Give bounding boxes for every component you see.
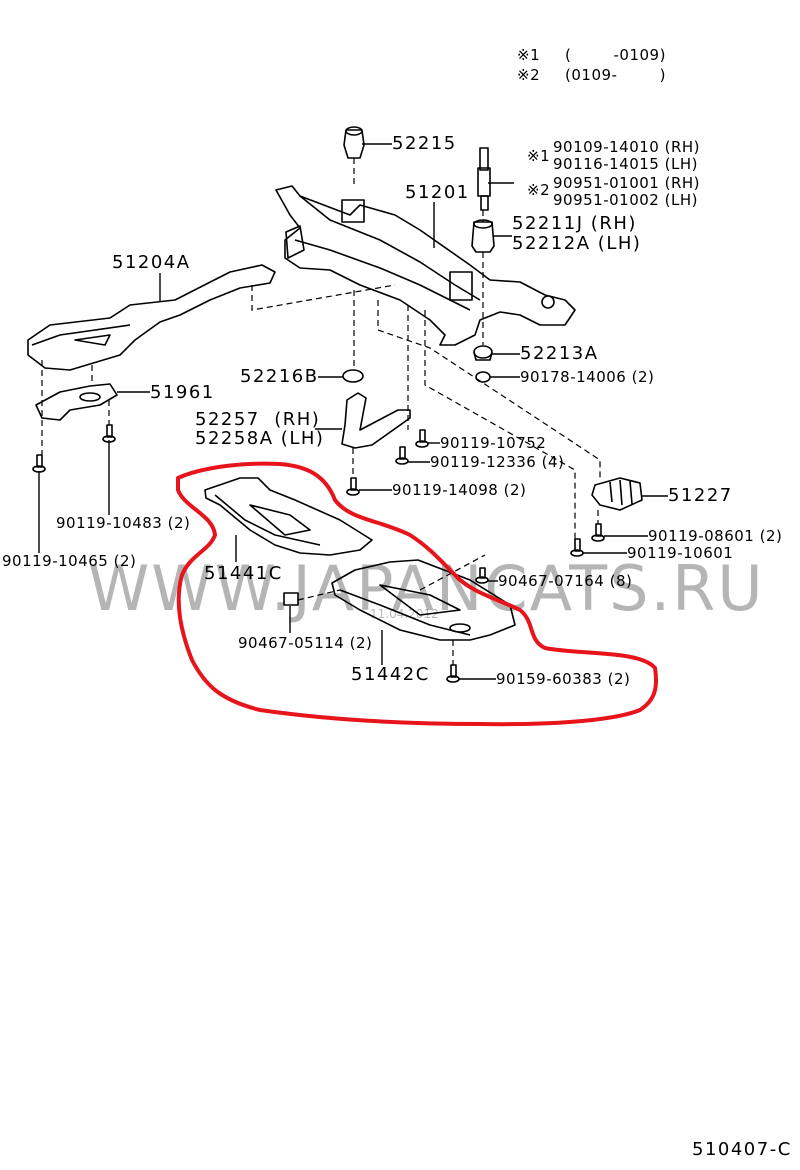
label-51227[interactable]: 51227 bbox=[668, 485, 733, 506]
bolt-90119-10483[interactable] bbox=[102, 424, 116, 443]
label-90178-14006[interactable]: 90178-14006 (2) bbox=[520, 368, 655, 386]
label-51204A[interactable]: 51204A bbox=[112, 252, 191, 273]
label-90119-10465[interactable]: 90119-10465 (2) bbox=[2, 552, 137, 570]
clip-90467-07164[interactable] bbox=[475, 567, 489, 584]
label-51441C[interactable]: 51441C bbox=[204, 563, 283, 584]
label-52216B[interactable]: 52216B bbox=[240, 366, 319, 387]
label-52215[interactable]: 52215 bbox=[392, 133, 457, 154]
label-52213A[interactable]: 52213A bbox=[520, 343, 599, 364]
label-90119-10601[interactable]: 90119-10601 bbox=[627, 544, 734, 562]
bracket-52257[interactable] bbox=[341, 392, 411, 449]
footnote-2-range: (0109- ) bbox=[565, 66, 666, 84]
assembly-lines bbox=[41, 158, 601, 665]
cushion-52216B[interactable] bbox=[342, 369, 364, 383]
cover-51442C[interactable] bbox=[331, 559, 516, 641]
label-90159-60383[interactable]: 90159-60383 (2) bbox=[496, 670, 631, 688]
label-51201[interactable]: 51201 bbox=[405, 182, 470, 203]
footnote-1-mark: ※1 bbox=[517, 46, 541, 64]
label-90119-10483[interactable]: 90119-10483 (2) bbox=[56, 514, 191, 532]
leader-lines bbox=[38, 143, 668, 680]
bushing-52215[interactable] bbox=[343, 126, 365, 159]
label-90109-14010[interactable]: 90109-14010 (RH) bbox=[553, 138, 701, 156]
bolt-90119-12336[interactable] bbox=[395, 446, 409, 465]
label-90119-12336[interactable]: 90119-12336 (4) bbox=[430, 453, 565, 471]
label-90119-14098[interactable]: 90119-14098 (2) bbox=[392, 481, 527, 499]
label-90467-07164[interactable]: 90467-07164 (8) bbox=[498, 572, 633, 590]
bolt-90119-10601[interactable] bbox=[570, 538, 584, 557]
member-51204A[interactable] bbox=[27, 264, 276, 371]
cover-51441C[interactable] bbox=[204, 477, 373, 556]
footnote-1-range: ( -0109) bbox=[565, 46, 666, 64]
label-52212A[interactable]: 52212A (LH) bbox=[512, 233, 642, 254]
bolt-90159-60383[interactable] bbox=[446, 664, 460, 683]
part-51227[interactable] bbox=[591, 477, 643, 511]
label-51961[interactable]: 51961 bbox=[150, 382, 215, 403]
footnote-2-mark: ※2 bbox=[517, 66, 541, 84]
label-90951-01001[interactable]: 90951-01001 (RH) bbox=[553, 174, 701, 192]
bolt-90119-14098[interactable] bbox=[346, 477, 360, 496]
footnote-mark-2: ※2 bbox=[527, 181, 551, 199]
label-51442C[interactable]: 51442C bbox=[351, 664, 430, 685]
label-52257[interactable]: 52257 (RH) bbox=[195, 409, 321, 430]
label-52258A[interactable]: 52258A (LH) bbox=[195, 428, 325, 449]
bolt-90119-10752[interactable] bbox=[415, 429, 429, 448]
bracket-51961[interactable] bbox=[35, 383, 118, 421]
diagram-code: 510407-C bbox=[692, 1139, 792, 1160]
label-90951-01002[interactable]: 90951-01002 (LH) bbox=[553, 191, 698, 209]
footnote-mark-1: ※1 bbox=[527, 147, 551, 165]
crossmember-51201[interactable] bbox=[275, 185, 576, 346]
stud-bolt[interactable] bbox=[477, 147, 491, 211]
label-90119-10752[interactable]: 90119-10752 bbox=[440, 434, 547, 452]
nut-90178[interactable] bbox=[475, 371, 491, 383]
bolt-90119-08601[interactable] bbox=[591, 523, 605, 542]
stopper-52213A[interactable] bbox=[473, 345, 493, 361]
bushing-52211J[interactable] bbox=[471, 219, 495, 253]
bolt-90119-10465[interactable] bbox=[32, 454, 46, 473]
watermark: WWW.JAPANCATS.RU bbox=[88, 552, 765, 625]
highlight-outline bbox=[176, 461, 659, 727]
nut-90467-05114[interactable] bbox=[283, 592, 299, 606]
label-52211J[interactable]: 52211J (RH) bbox=[512, 213, 637, 234]
label-90116-14015[interactable]: 90116-14015 (LH) bbox=[553, 155, 698, 173]
label-90119-08601[interactable]: 90119-08601 (2) bbox=[648, 527, 783, 545]
label-90467-05114[interactable]: 90467-05114 (2) bbox=[238, 634, 373, 652]
